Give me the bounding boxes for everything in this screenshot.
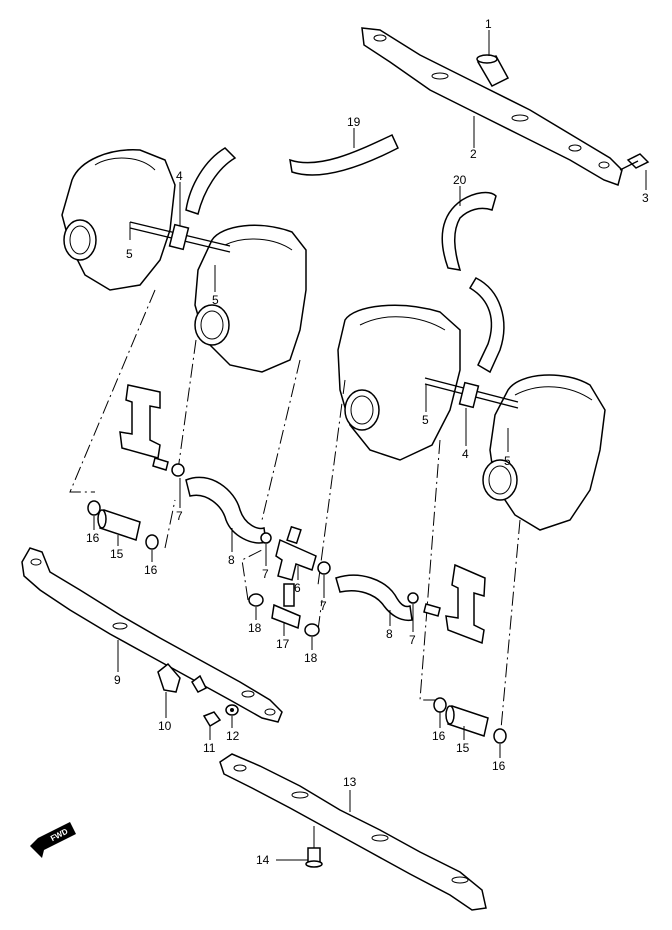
bracket-part-9 [21, 547, 283, 723]
callout-4b: 4 [462, 447, 469, 461]
callout-14: 14 [256, 853, 270, 867]
callout-15b: 15 [456, 741, 470, 755]
callout-6: 6 [294, 581, 301, 595]
callout-16c: 16 [432, 729, 446, 743]
mounting-plate-part-2 [361, 27, 623, 186]
callout-labels: 1 2 3 4 4 5 5 5 5 6 7 7 7 7 8 8 9 10 11 … [86, 17, 649, 867]
vent-hose-part-20 [441, 191, 505, 374]
callout-5c: 5 [422, 413, 429, 427]
carburetor-body-3 [337, 304, 461, 461]
fuel-joint-right [423, 563, 486, 645]
fitting-part-17 [271, 583, 301, 630]
o-ring-left-7 [171, 463, 185, 477]
screw-part-3 [619, 153, 650, 171]
collar-part-1 [476, 54, 510, 87]
o-ring-mid-7b [317, 561, 331, 575]
callout-5a: 5 [126, 247, 133, 261]
o-ring-left-16a [87, 500, 101, 516]
callout-7b: 7 [262, 567, 269, 581]
clip-part-10 [157, 662, 208, 693]
carburetor-body-4 [482, 374, 606, 531]
leader-lines [93, 30, 647, 861]
o-ring-18a [248, 593, 264, 607]
tee-fitting-part-6 [275, 525, 317, 581]
callout-1: 1 [485, 17, 492, 31]
callout-15a: 15 [110, 547, 124, 561]
plate-part-13 [219, 753, 487, 911]
callout-13: 13 [343, 775, 357, 789]
callout-17: 17 [276, 637, 290, 651]
vent-hose-part-19 [185, 134, 399, 215]
callout-9: 9 [114, 673, 121, 687]
carburetor-body-1 [61, 149, 176, 291]
callout-5b: 5 [212, 293, 219, 307]
screw-part-14 [305, 847, 323, 868]
fuel-hose-part-8-left [185, 476, 267, 544]
o-ring-left-16b [145, 534, 159, 550]
callout-20: 20 [453, 173, 467, 187]
callout-11: 11 [203, 741, 216, 755]
fwd-direction-badge: FWD [30, 822, 76, 858]
callout-7c: 7 [320, 599, 327, 613]
callout-16d: 16 [492, 759, 506, 773]
callout-7d: 7 [409, 633, 416, 647]
callout-19: 19 [347, 115, 361, 129]
callout-18a: 18 [248, 621, 262, 635]
callout-16b: 16 [144, 563, 158, 577]
callout-5d: 5 [504, 454, 511, 468]
callout-16a: 16 [86, 531, 100, 545]
carburetor-body-2 [194, 224, 307, 373]
callout-7a: 7 [176, 509, 183, 523]
callout-4a: 4 [176, 169, 183, 183]
o-ring-mid-7a [260, 532, 272, 544]
callout-18b: 18 [304, 651, 318, 665]
callout-3: 3 [642, 191, 649, 205]
o-ring-right-16b [493, 728, 507, 744]
callout-8b: 8 [386, 627, 393, 641]
fuel-hose-part-8-right [335, 574, 413, 622]
callout-2: 2 [470, 147, 477, 161]
callout-10: 10 [158, 719, 172, 733]
o-ring-right-16a [433, 697, 447, 713]
callout-8a: 8 [228, 553, 235, 567]
screw-part-11 [202, 711, 222, 728]
pipe-left-15 [97, 509, 141, 541]
fuel-joint-left [119, 384, 169, 471]
pipe-right-15 [445, 705, 489, 737]
o-ring-right-7 [407, 592, 419, 604]
callout-12: 12 [226, 729, 240, 743]
o-ring-18b [304, 623, 320, 637]
